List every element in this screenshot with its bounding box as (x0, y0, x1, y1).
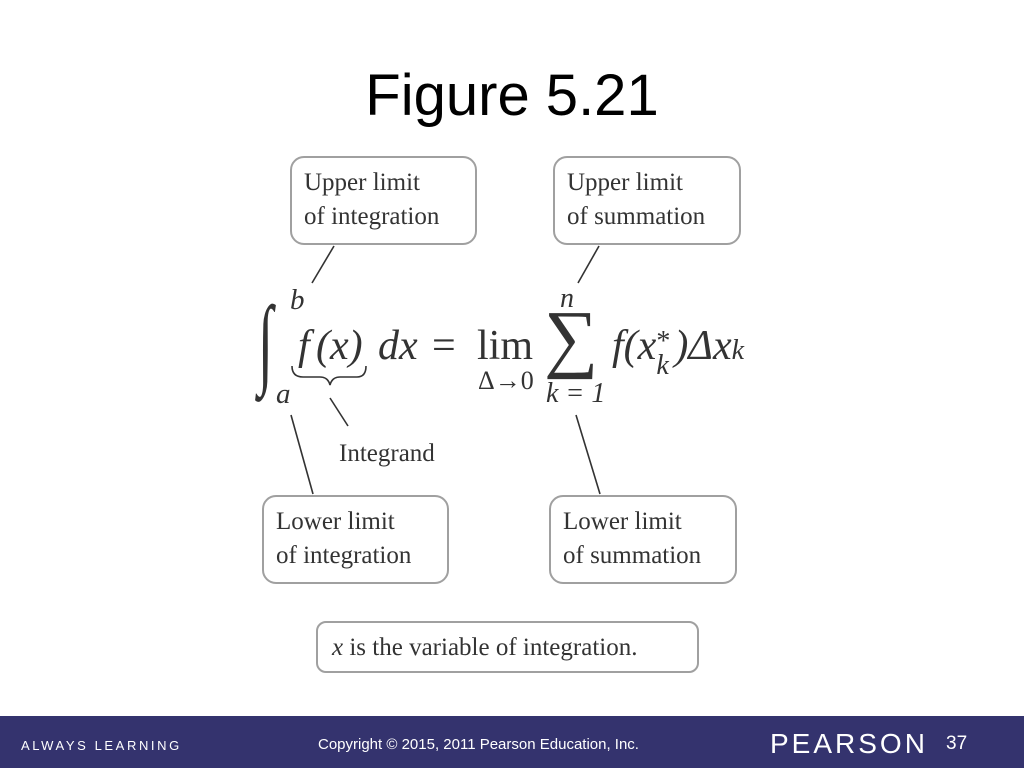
footer-tagline: ALWAYS LEARNING (21, 738, 182, 753)
summand-subscript-k2: k (731, 335, 745, 366)
variable-note-box: x is the variable of integration. (316, 621, 699, 673)
variable-symbol: x (332, 634, 344, 661)
upper-limit-integration-box: Upper limit of integration (290, 156, 477, 245)
lower-limit-integration-line2: of integration (276, 542, 412, 569)
integral-sign: ∫ (258, 286, 274, 397)
integrand-label: Integrand (339, 440, 435, 467)
connector-upper-integration (311, 245, 335, 284)
integrand-args: (x) (316, 323, 363, 369)
summand-star: * (656, 326, 671, 357)
sum-upper-limit: n (560, 283, 574, 314)
summand-open: (x (623, 323, 657, 369)
summand-subscript-k: k (656, 350, 669, 381)
summand-delta-x: )Δx (674, 323, 732, 369)
upper-limit-summation-line1: Upper limit (567, 169, 683, 196)
connector-integrand (329, 397, 349, 427)
limit-operator: lim (477, 323, 534, 369)
footer-bar: ALWAYS LEARNING Copyright © 2015, 2011 P… (0, 716, 1024, 768)
variable-note-text: is the variable of integration. (343, 634, 638, 661)
upper-limit-integration-line2: of integration (304, 203, 440, 230)
integrand-function: f (298, 323, 310, 369)
sum-lower-limit: k = 1 (546, 378, 606, 409)
footer-copyright: Copyright © 2015, 2011 Pearson Education… (318, 736, 639, 753)
connector-upper-summation (577, 245, 600, 284)
integral-upper-limit: b (290, 284, 305, 316)
upper-limit-integration-line1: Upper limit (304, 169, 420, 196)
lower-limit-integration-box: Lower limit of integration (262, 495, 449, 584)
equals-sign: = (432, 323, 456, 369)
lower-limit-summation-line1: Lower limit (563, 508, 682, 535)
page-number: 37 (946, 733, 968, 754)
connector-lines (290, 245, 601, 495)
connector-lower-integration (290, 414, 314, 495)
integral-lower-limit: a (276, 378, 291, 410)
lower-limit-integration-line1: Lower limit (276, 508, 395, 535)
slide-title: Figure 5.21 (365, 63, 659, 128)
upper-limit-summation-line2: of summation (567, 203, 706, 230)
lower-limit-summation-line2: of summation (563, 542, 702, 569)
integrand-argument: (x) (316, 325, 363, 367)
summation-sign: ∑ (544, 296, 599, 380)
connector-lower-summation (575, 414, 601, 495)
differential: dx (378, 323, 418, 369)
variable-note: x is the variable of integration. (332, 631, 697, 665)
upper-limit-summation-box: Upper limit of summation (553, 156, 741, 245)
limit-subscript: Δ→0 (478, 366, 534, 395)
summand: f(x*k)Δxk (612, 323, 745, 380)
summand-function: f (612, 323, 624, 369)
pearson-logo: PEARSON (770, 728, 928, 759)
integrand-brace (291, 365, 367, 386)
lower-limit-summation-box: Lower limit of summation (549, 495, 737, 584)
